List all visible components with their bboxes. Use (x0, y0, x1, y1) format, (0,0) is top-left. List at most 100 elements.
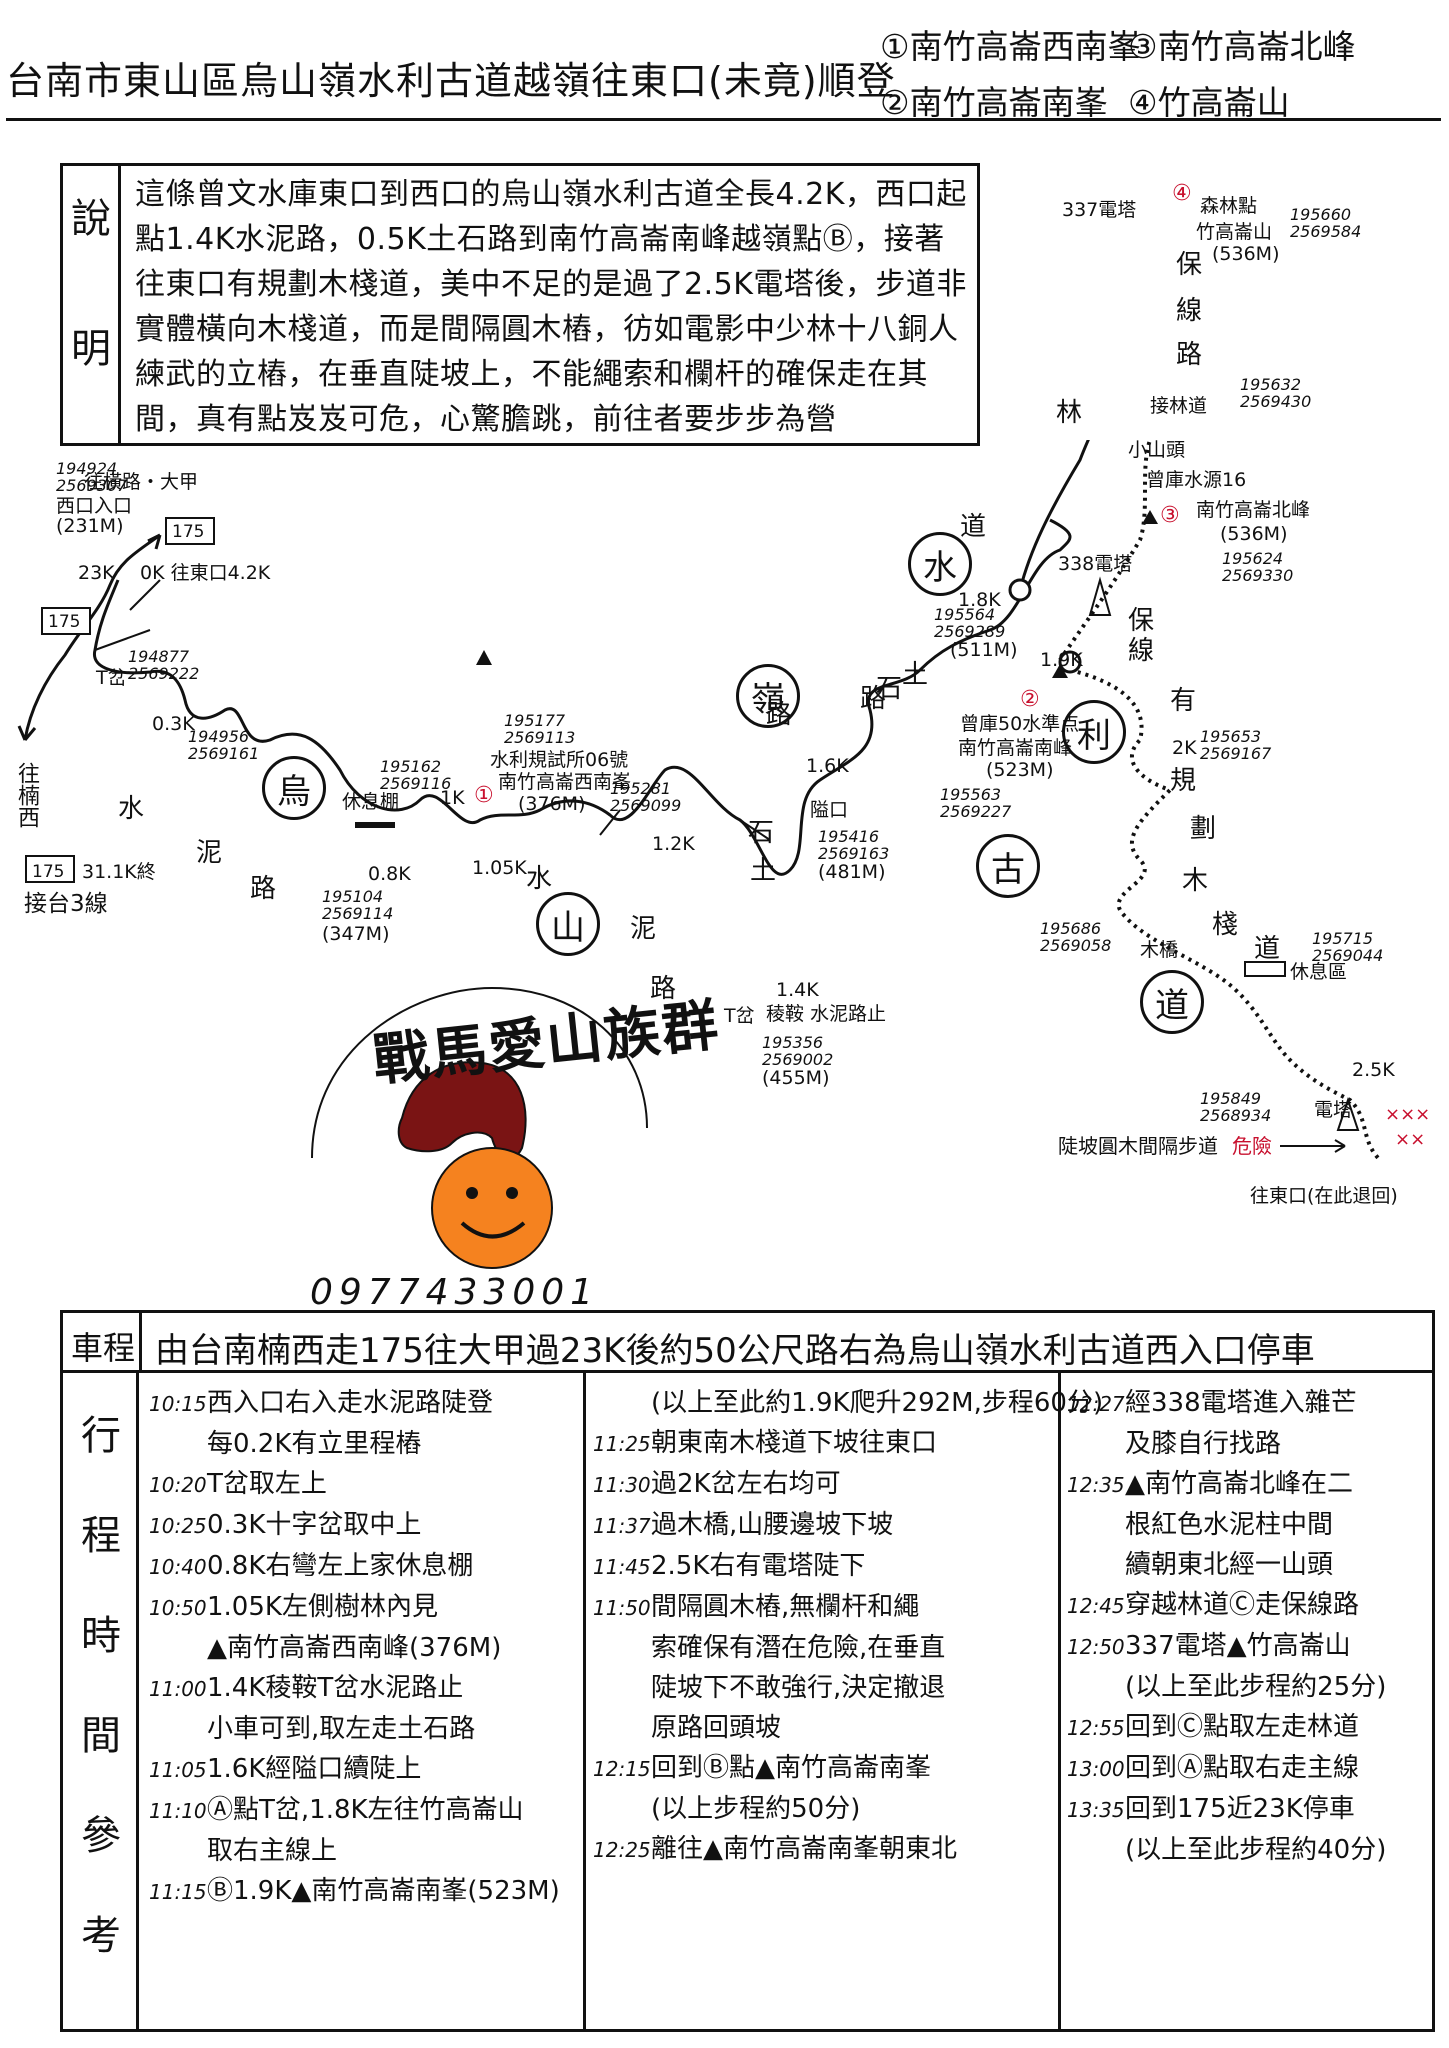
peak-legend-num: ① (880, 27, 910, 66)
itinerary-step: (以上至此步程約25分) (1125, 1672, 1387, 1702)
peak4-number: ④ (1172, 181, 1192, 206)
peak2-number: ② (1020, 687, 1040, 712)
itinerary-head-divider (139, 1313, 142, 1371)
itinerary-side-column: 行 程 時 間 參 考 (63, 1373, 139, 2029)
tower-icon (1336, 1096, 1360, 1131)
tower-337-label: 337電塔 (1062, 199, 1137, 221)
itinerary-row: (以上至此步程約40分) (1067, 1830, 1433, 1870)
logo-arc (311, 986, 648, 1159)
itinerary-row: 12:50337電塔▲竹高崙山 (1067, 1626, 1433, 1667)
rest-shed-coord: 195162 2569116 (380, 757, 452, 793)
itinerary-step: 西入口右入走水泥路陡登 (207, 1388, 494, 1418)
km-1-label: 1K (440, 787, 465, 809)
point-a-marker (1008, 578, 1032, 602)
rest-shed-icon (355, 822, 395, 828)
road-char: 石 (748, 818, 775, 848)
peak4-note: 森林點 (1200, 195, 1258, 217)
itinerary-side-char: 時 (81, 1613, 121, 1659)
road-char: 路 (1176, 340, 1203, 370)
itinerary-step: 回到Ⓑ點▲南竹高崙南峯 (651, 1753, 931, 1783)
road-175-label: 175 (172, 522, 205, 542)
west-entrance-elev: (231M) (56, 515, 124, 537)
itinerary-step: T岔取左上 (207, 1469, 327, 1499)
small-hill-label: 小山頭 (1128, 439, 1186, 461)
km-2-label: 2K (1172, 737, 1197, 759)
to-nanxi-label: 往楠西 (14, 762, 39, 828)
road-175-arrow (17, 725, 37, 741)
rest-area-icon (1244, 961, 1286, 977)
itinerary-row: 10:400.8K右彎左上家休息棚 (149, 1546, 579, 1587)
itinerary-drive-row: 車程 由台南楠西走175往大甲過23K後約50公尺路右為烏山嶺水利古道西入口停車 (63, 1313, 1432, 1373)
peak-legend-name: 竹高崙山 (1157, 83, 1290, 122)
itinerary-row: 12:27經338電塔進入雜芒 (1067, 1383, 1433, 1424)
itinerary-time: 11:50 (593, 1596, 651, 1620)
plank-path (1069, 668, 1382, 1162)
description-box: 說 明 這條曾文水庫東口到西口的烏山嶺水利古道全長4.2K，西口起點1.4K水泥… (60, 163, 980, 446)
itinerary-row: 12:45穿越林道Ⓒ走保線路 (1067, 1585, 1433, 1626)
itinerary-row: 10:15西入口右入走水泥路陡登 (149, 1383, 579, 1424)
rest-area-coord: 195715 2569044 (1312, 929, 1384, 965)
cross-03-label: 0.3K (152, 713, 195, 735)
itinerary-row: 小車可到,取左走土石路 (149, 1709, 579, 1749)
itinerary-step: 原路回頭坡 (651, 1713, 782, 1743)
itinerary-step: 取右主線上 (207, 1836, 338, 1866)
itinerary-step: 小車可到,取左走土石路 (207, 1714, 476, 1744)
itinerary-time: 12:27 (1067, 1392, 1125, 1416)
peak3-note: 曾庫水源16 (1146, 469, 1247, 491)
itinerary-row: (以上至此步程約25分) (1067, 1667, 1433, 1707)
point-b-km: 1.9K (1040, 649, 1083, 671)
road-175-sign (25, 855, 75, 883)
road-char: 道 (960, 512, 987, 542)
peak2-triangle-icon (1052, 664, 1068, 678)
itinerary-step: 過木橋,山腰邊坡下坡 (651, 1510, 894, 1540)
itinerary-time: 12:35 (1067, 1473, 1125, 1497)
itinerary-time: 11:37 (593, 1514, 651, 1538)
smiley-face-shape (431, 1147, 553, 1269)
itinerary-row: 11:30過2K岔左右均可 (593, 1464, 1053, 1505)
forest-junction-coord: 195632 2569430 (1240, 375, 1312, 411)
itinerary-side-char: 考 (81, 1913, 121, 1959)
road-175-north-arrow (147, 533, 162, 550)
itinerary-side-char: 程 (81, 1513, 121, 1559)
km-2-coord: 195653 2569167 (1200, 727, 1272, 763)
peak-legend-2: ②南竹高崙南峯 (880, 76, 1108, 124)
itinerary-side-char: 間 (81, 1713, 121, 1759)
trail-map: ××× ×× (17, 440, 1430, 1162)
km-0-label: 0K 往東口4.2K (140, 562, 271, 584)
side-road (129, 579, 161, 611)
point-a-coord: 195564 2569289 (934, 605, 1006, 641)
tower-east-label: 電塔 (1314, 1099, 1353, 1121)
peak-legend-num: ④ (1128, 83, 1158, 122)
itinerary-row: 索確保有潛在危險,在垂直 (593, 1628, 1053, 1668)
destination-label: 往橫路・大甲 (84, 471, 199, 493)
itinerary-step: Ⓐ點T岔,1.8K左往竹高崙山 (207, 1795, 524, 1825)
itinerary-step: 朝東南木棧道下坡往東口 (651, 1428, 938, 1458)
itinerary-time: 13:35 (1067, 1798, 1125, 1822)
trail-name-char: 嶺 (736, 664, 800, 728)
road-char: 路 (650, 974, 677, 1004)
itinerary-step: Ⓑ1.9K▲南竹高崙南峯(523M) (207, 1876, 560, 1906)
road-char: 木 (1182, 866, 1209, 896)
itinerary-row: 12:55回到Ⓒ點取左走林道 (1067, 1707, 1433, 1748)
itinerary-time: 11:05 (149, 1758, 207, 1782)
itinerary-step: 回到Ⓐ點取右走主線 (1125, 1753, 1360, 1783)
west-entrance-coord: 194924 2569307 (56, 459, 128, 495)
description-text: 這條曾文水庫東口到西口的烏山嶺水利古道全長4.2K，西口起點1.4K水泥路，0.… (135, 177, 967, 437)
km-14-label: 1.4K (776, 979, 819, 1001)
itinerary-step: 回到175近23K停車 (1125, 1794, 1355, 1824)
itinerary-time: 13:00 (1067, 1757, 1125, 1781)
itinerary-step: 1.4K稜鞍T岔水泥路止 (207, 1673, 464, 1703)
connect-route-3-label: 接台3線 (24, 891, 108, 917)
east-destination-label: 往東口(在此退回) (1250, 1185, 1398, 1207)
logo-phone: 0977433001 (310, 1272, 600, 1313)
itinerary-row: 11:001.4K稜鞍T岔水泥路止 (149, 1668, 579, 1709)
road-char: 有 (1170, 686, 1197, 716)
peak2-elev: (523M) (986, 759, 1054, 781)
itinerary-step: 離往▲南竹高崙南峯朝東北 (651, 1834, 957, 1864)
itinerary-row: 11:10Ⓐ點T岔,1.8K左往竹高崙山 (149, 1790, 579, 1831)
itinerary-step: 根紅色水泥柱中間 (1125, 1510, 1334, 1540)
peak3-coord: 195624 2569330 (1222, 549, 1294, 585)
itinerary-step: 每0.2K有立里程樁 (207, 1429, 422, 1459)
itinerary-drive-label: 車程 (71, 1329, 136, 1367)
